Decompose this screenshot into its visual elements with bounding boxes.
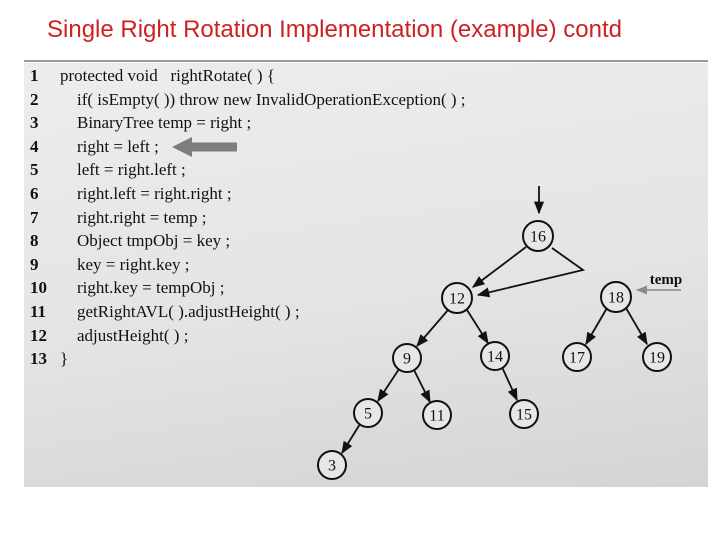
code-line-11: 11 getRightAVL( ).adjustHeight( ) ; xyxy=(30,302,466,326)
code-line-text: protected void rightRotate( ) { xyxy=(60,66,275,85)
code-listing: 1 protected void rightRotate( ) { 2 if( isE… xyxy=(30,66,466,373)
code-line-text: BinaryTree temp = right ; xyxy=(77,113,252,133)
code-line-number: 2 xyxy=(30,89,39,109)
code-line-5: 5 left = right.left ; xyxy=(30,160,466,184)
code-line-text: adjustHeight( ) ; xyxy=(77,325,189,345)
code-line-text: getRightAVL( ).adjustHeight( ) ; xyxy=(77,301,300,321)
code-line-10: 10 right.key = tempObj ; xyxy=(30,278,466,302)
code-line-number: 1 xyxy=(30,66,39,85)
code-line-12: 12 adjustHeight( ) ; xyxy=(30,326,466,350)
code-line-text: right.key = tempObj ; xyxy=(77,278,225,298)
code-line-text: right = left ; xyxy=(77,136,159,156)
code-line-number: 12 xyxy=(30,325,47,345)
code-line-number: 6 xyxy=(30,183,39,203)
code-line-text: key = right.key ; xyxy=(77,254,190,274)
code-line-number: 8 xyxy=(30,231,39,251)
code-line-number: 9 xyxy=(30,254,39,274)
code-line-number: 10 xyxy=(30,278,47,298)
code-line-7: 7 right.right = temp ; xyxy=(30,208,466,232)
code-line-text: right.right = temp ; xyxy=(77,207,207,227)
code-line-13: 13} xyxy=(30,349,466,373)
code-line-number: 7 xyxy=(30,207,39,227)
code-line-1: 1 protected void rightRotate( ) { xyxy=(30,66,466,90)
code-line-9: 9 key = right.key ; xyxy=(30,255,466,279)
code-line-number: 13 xyxy=(30,349,47,369)
code-line-number: 11 xyxy=(30,301,47,321)
code-line-text: right.left = right.right ; xyxy=(77,183,232,203)
code-line-8: 8 Object tmpObj = key ; xyxy=(30,231,466,255)
code-line-4: 4 right = left ; xyxy=(30,137,466,161)
code-line-6: 6 right.left = right.right ; xyxy=(30,184,466,208)
code-line-number: 4 xyxy=(30,136,39,156)
code-line-text: } xyxy=(60,349,69,369)
code-line-2: 2 if( isEmpty( )) throw new InvalidOperat… xyxy=(30,90,466,114)
code-line-number: 5 xyxy=(30,160,39,180)
code-line-3: 3 BinaryTree temp = right ; xyxy=(30,113,466,137)
code-line-text: Object tmpObj = key ; xyxy=(77,231,231,251)
code-line-text: left = right.left ; xyxy=(77,160,186,180)
code-line-number: 3 xyxy=(30,113,39,133)
slide-title: Single Right Rotation Implementation (ex… xyxy=(47,16,622,43)
code-line-text: if( isEmpty( )) throw new InvalidOperati… xyxy=(77,89,466,109)
